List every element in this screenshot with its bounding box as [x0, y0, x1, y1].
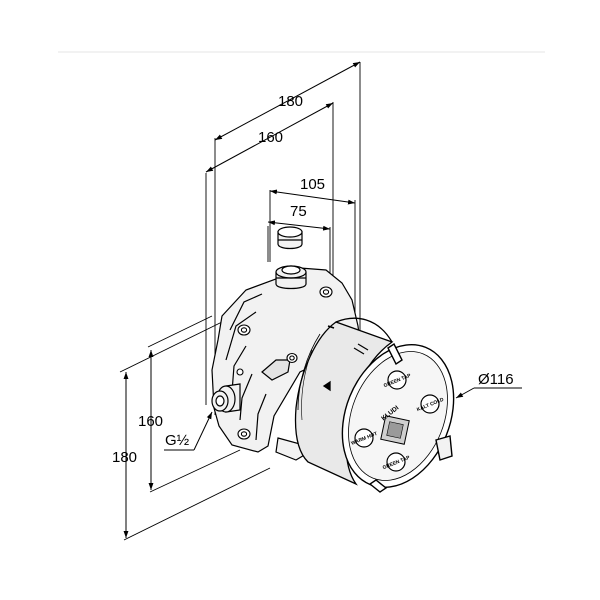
dim-label-thread: G½: [165, 432, 190, 449]
port-top: [387, 370, 407, 390]
diameter-leader: [455, 387, 522, 399]
top-outlet-fitting: [275, 265, 307, 290]
dim-label-75: 75: [290, 203, 307, 220]
port-bottom: [386, 452, 406, 472]
port-left: [354, 428, 374, 448]
front-face: [341, 342, 455, 493]
port-right: [420, 394, 440, 414]
plug-cap: [277, 226, 303, 250]
valve-body: [211, 267, 361, 461]
dim-line-160-top: [205, 102, 334, 173]
dim-label-160-left: 160: [138, 413, 163, 430]
dim-label-160-top: 160: [258, 129, 283, 146]
dim-label-180-left: 180: [112, 449, 137, 466]
center-square-valve: [380, 415, 410, 445]
dim-line-75: [267, 220, 331, 231]
dim-label-105: 105: [300, 176, 325, 193]
left-inlet-fitting: [211, 383, 241, 413]
cartridge-ports: [354, 370, 440, 472]
dim-label-diameter: Ø116: [478, 371, 514, 388]
dim-label-180-top: 180: [278, 93, 303, 110]
dim-line-105: [269, 189, 356, 205]
thread-leader: [164, 411, 213, 451]
dimension-lines: [123, 61, 361, 538]
